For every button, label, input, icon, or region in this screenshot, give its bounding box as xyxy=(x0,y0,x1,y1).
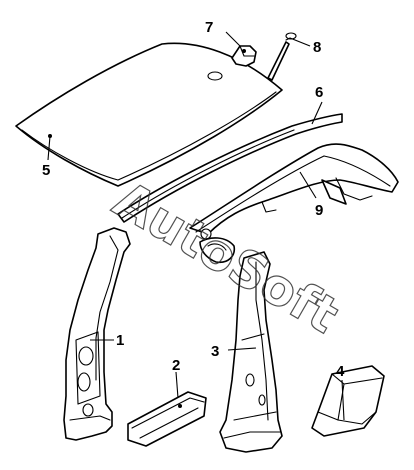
antenna xyxy=(267,32,297,81)
callout-4: 4 xyxy=(336,363,345,380)
callout-2: 2 xyxy=(172,357,180,374)
callout-leaders xyxy=(47,31,345,421)
roof-fastener xyxy=(231,45,257,67)
callout-6: 6 xyxy=(315,84,323,101)
callout-7: 7 xyxy=(205,19,213,36)
callout-9: 9 xyxy=(315,202,323,219)
callout-1: 1 xyxy=(116,332,124,349)
roof-side-rail xyxy=(189,143,399,264)
rear-bracket xyxy=(311,365,385,437)
roof-panel xyxy=(15,42,283,187)
callout-labels: 7 8 6 9 5 1 2 3 4 xyxy=(42,19,345,380)
callout-8: 8 xyxy=(313,39,321,56)
watermark-text: AutoSoft xyxy=(104,170,348,345)
front-pillar xyxy=(63,227,131,441)
callout-5: 5 xyxy=(42,162,50,179)
center-pillar xyxy=(219,251,283,453)
rocker-sill xyxy=(127,391,207,447)
roof-rail-molding xyxy=(117,113,343,223)
callout-3: 3 xyxy=(211,343,219,360)
